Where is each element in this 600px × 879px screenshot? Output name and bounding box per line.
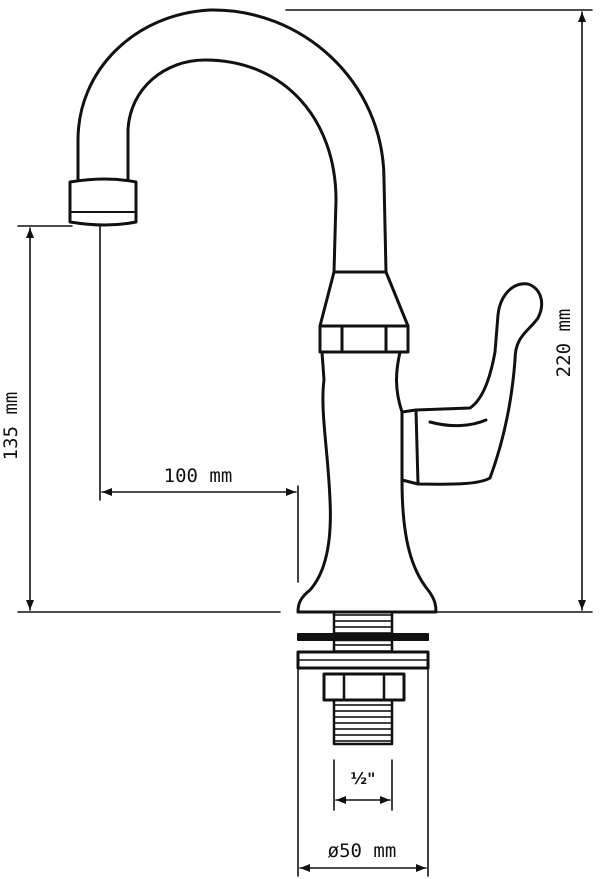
total-height-label: 220 mm: [553, 309, 575, 378]
base-diameter-label: ø50 mm: [328, 840, 397, 862]
extension-lines: [17, 9, 593, 877]
lever-handle: [400, 282, 544, 486]
mounting-assembly: [296, 610, 430, 746]
swivel-collar: [318, 270, 410, 354]
dimension-lines: [26, 11, 586, 872]
spout-reach-label: 100 mm: [164, 465, 233, 487]
aerator-nozzle: [68, 177, 138, 227]
thread-size-label: ½": [351, 769, 376, 788]
outlet-height-label: 135 mm: [0, 392, 22, 461]
spout-tube: [76, 8, 388, 274]
